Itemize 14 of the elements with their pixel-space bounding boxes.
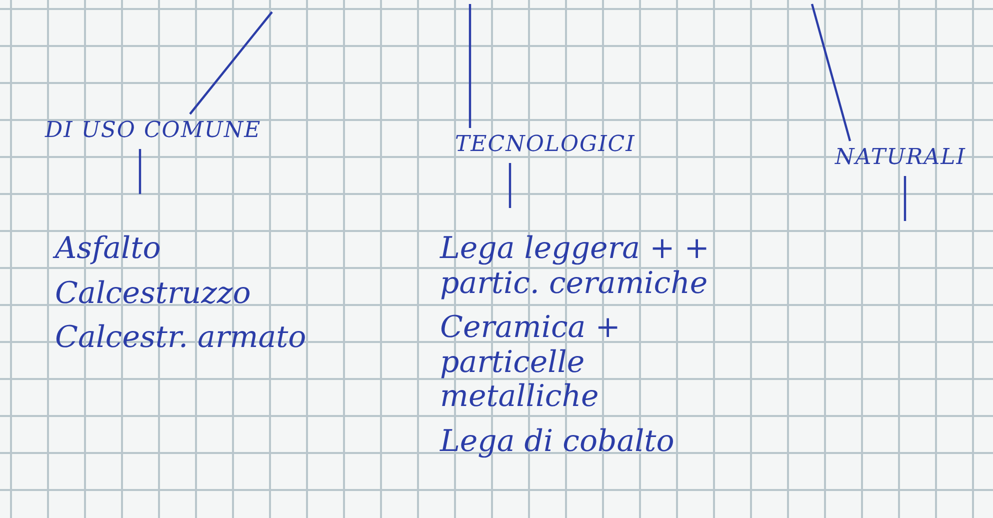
- material-name: Ceramica + particelle metalliche: [440, 311, 622, 414]
- category-heading: NATURALI: [835, 145, 966, 170]
- category-heading: TECNOLOGICI: [455, 132, 636, 157]
- connector-line: [904, 176, 906, 221]
- material-name: Asfalto: [55, 232, 315, 266]
- connector-line: [508, 163, 512, 208]
- material-name: Calcestr. armato: [55, 321, 308, 356]
- connector-line: [138, 149, 142, 194]
- material-name: Lega leggera + + partic. ceramiche: [440, 232, 710, 301]
- category-heading: DI USO COMUNE: [45, 118, 262, 143]
- material-name: Lega di cobalto: [440, 424, 676, 459]
- connector-line: [189, 11, 273, 115]
- material-name: Calcestruzzo: [55, 276, 252, 311]
- connector-line: [468, 4, 472, 128]
